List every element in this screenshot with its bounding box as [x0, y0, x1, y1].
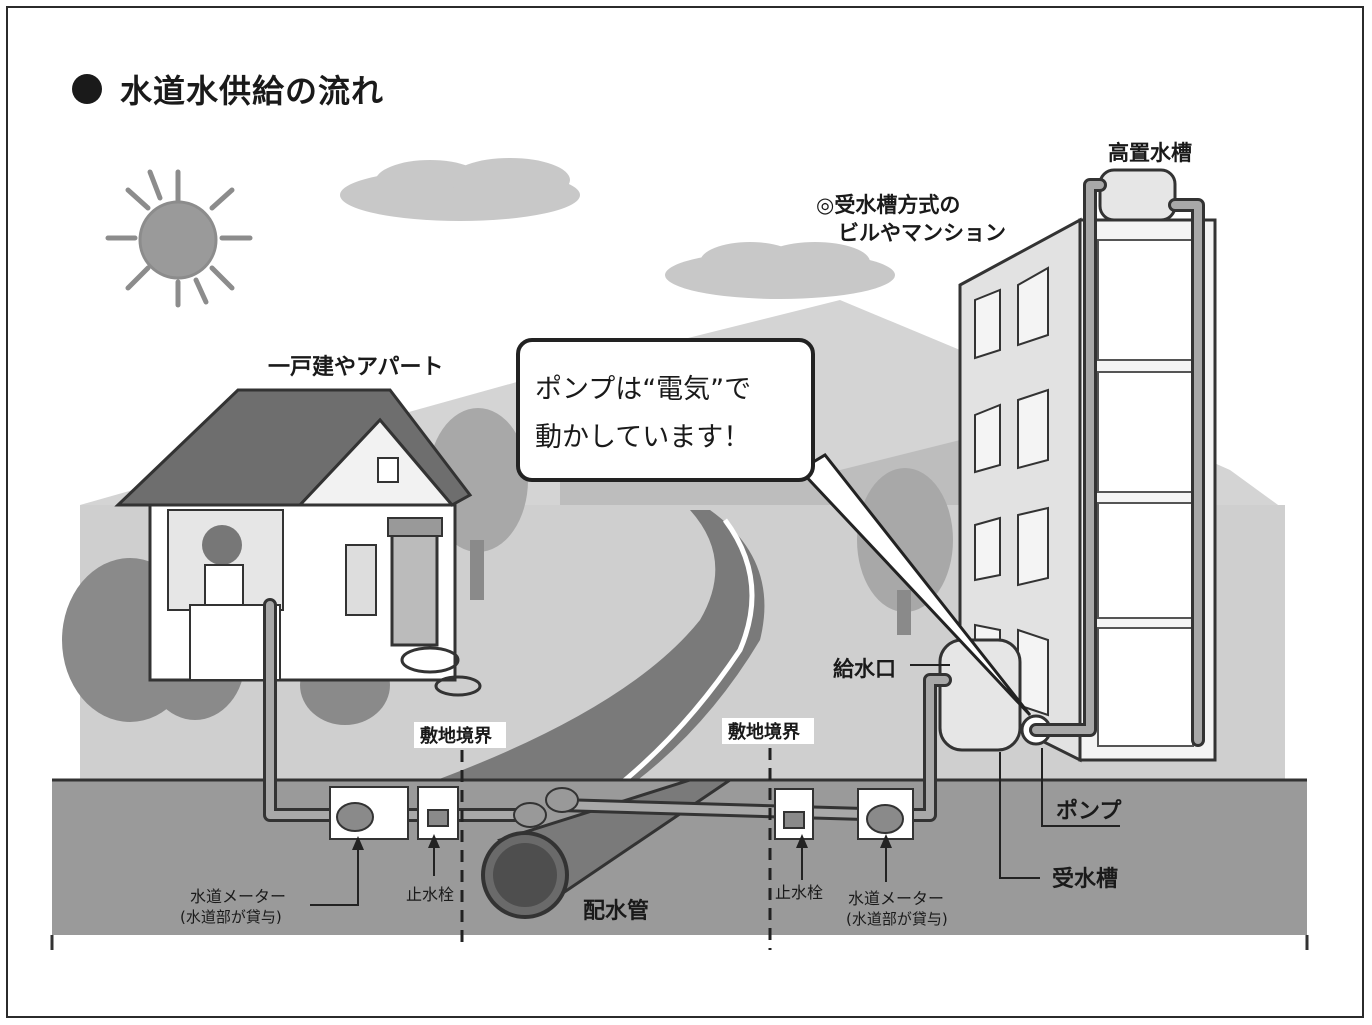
building-icon	[938, 168, 1217, 763]
meter-icon-left	[336, 802, 374, 832]
meter-right-label-line1: 水道メーター	[848, 889, 944, 908]
road	[380, 510, 765, 800]
receiving-tank-icon	[938, 638, 1022, 752]
title-text: 水道水供給の流れ	[120, 72, 385, 110]
arrowheads	[352, 834, 892, 850]
building-label-line1: ◎受水槽方式の	[816, 193, 960, 217]
boundary-left-label: 敷地境界	[420, 725, 492, 747]
junction-icon-left	[513, 802, 547, 828]
stop-valve-right-label: 止水栓	[775, 883, 823, 902]
elevated-tank-icon	[1098, 168, 1177, 222]
stop-valve-left-label: 止水栓	[406, 885, 454, 904]
stop-valve-icon-right	[783, 811, 805, 829]
boundary-left-bg	[414, 722, 506, 748]
supply-port-label: 給水口	[833, 657, 896, 681]
elevated-tank-label: 高置水槽	[1108, 141, 1192, 165]
stop-valve-icon-left	[427, 809, 449, 827]
bullet-icon	[72, 74, 102, 104]
meter-left-label-line1: 水道メーター	[190, 887, 286, 906]
leader-lines	[310, 664, 1120, 906]
junction-icon-right	[545, 787, 579, 813]
meter-right-label-line2: (水道部が貸与)	[846, 910, 948, 928]
callout-line1: ポンプは“電気”で	[535, 374, 751, 405]
meter-left-label-line2: (水道部が貸与)	[180, 908, 282, 926]
boundary-right-label: 敷地境界	[728, 721, 800, 743]
pump-label: ポンプ	[1056, 798, 1122, 824]
main-pipe-label: 配水管	[583, 898, 649, 924]
cloud-icon-2	[665, 242, 895, 299]
sun-icon	[105, 169, 253, 308]
callout-line2: 動かしています！	[535, 422, 750, 453]
receiving-tank-label: 受水槽	[1052, 866, 1118, 892]
boundary-right-bg	[722, 718, 814, 744]
tree-icon-2	[857, 468, 953, 635]
road-line	[598, 518, 755, 802]
cloud-icon	[340, 158, 580, 221]
building-label-line2: ビルやマンション	[838, 221, 1006, 245]
page-title: 水道水供給の流れ	[72, 66, 384, 112]
house-icon	[114, 388, 482, 697]
callout-bubble	[516, 338, 815, 482]
valve-box-right	[774, 788, 814, 840]
house-label: 一戸建やアパート	[268, 355, 444, 380]
meter-icon-right	[866, 804, 904, 834]
